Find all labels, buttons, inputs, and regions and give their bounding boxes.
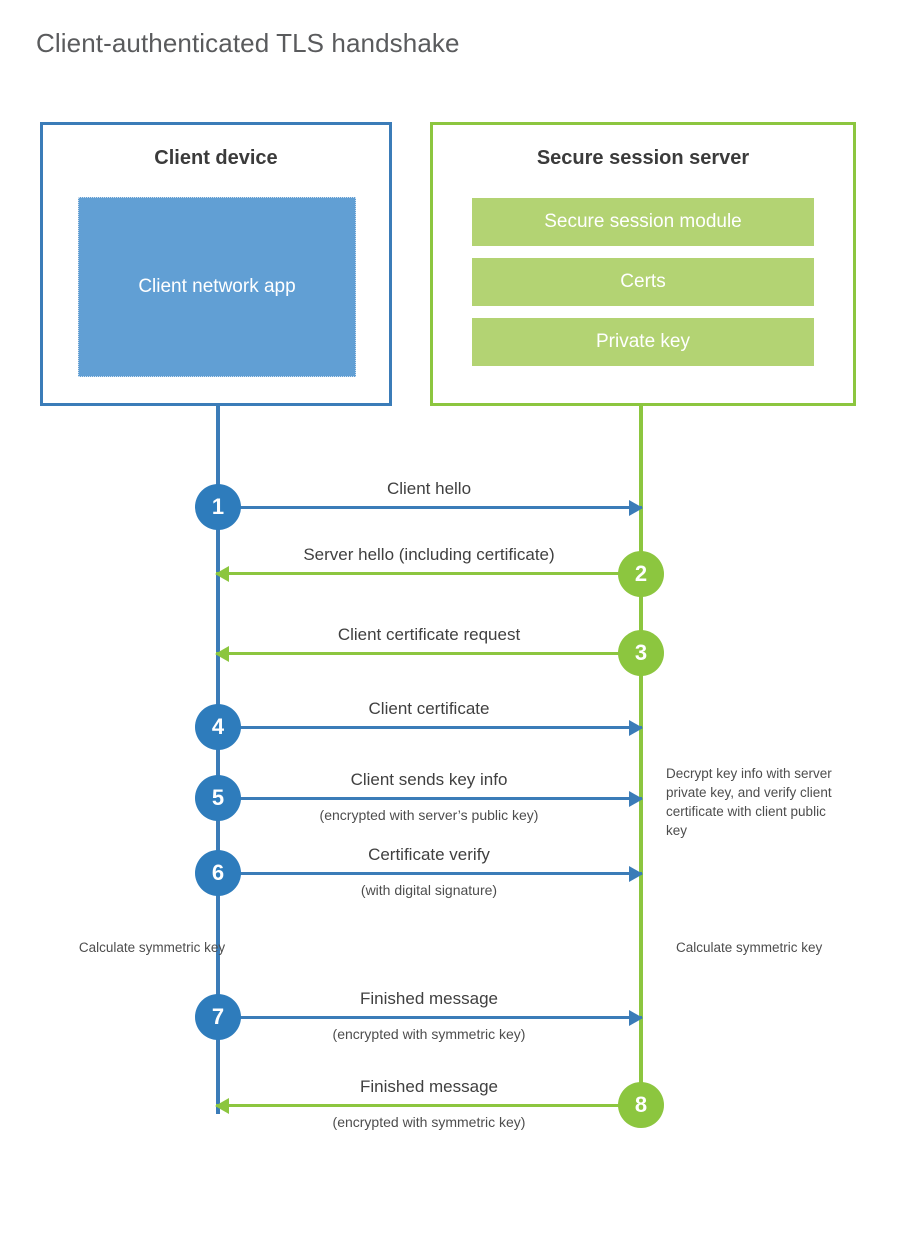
step-badge-8[interactable]: 8 [618,1082,664,1128]
step-badge-2-number: 2 [634,561,648,586]
page-title: Client-authenticated TLS handshake [36,28,460,58]
step-badge-1[interactable]: 1 [195,484,241,530]
arrow-line-icon [216,1103,642,1107]
message-8-label: Finished message [360,1077,498,1096]
note-server-decrypt-verify: Decrypt key info with server private key… [666,766,832,839]
arrow-head-right-icon [629,720,643,736]
step-badge-4-number: 4 [211,714,225,739]
server-item-secure-session-module: Secure session module [472,198,814,246]
server-item-private-key: Private key [472,318,814,366]
client-network-app-box: Client network app [78,197,356,377]
step-badge-5[interactable]: 5 [195,775,241,821]
step-badge-2[interactable]: 2 [618,551,664,597]
arrow-head-right-icon [629,866,643,882]
arrow-line-icon [216,505,642,509]
arrow-head-right-icon [629,791,643,807]
message-1-label: Client hello [386,479,472,498]
arrow-head-right-icon [629,1010,643,1026]
arrow-line-icon [216,725,642,729]
step-badge-4[interactable]: 4 [195,704,241,750]
arrow-head-left-icon [215,646,229,662]
secure-session-server-title: Secure session server [536,147,750,169]
step-badge-8-number: 8 [634,1092,648,1117]
message-6-sublabel: (with digital signature) [360,882,498,898]
step-badge-7-number: 7 [211,1004,225,1029]
message-7-label: Finished message [360,989,498,1008]
message-6-label: Certificate verify [368,845,490,864]
step-badge-3-number: 3 [634,640,648,665]
arrow-line-icon [216,871,642,875]
step-badge-5-number: 5 [211,785,225,810]
message-7-sublabel: (encrypted with symmetric key) [332,1026,526,1042]
server-component-stack: Secure session module Certs Private key [472,198,814,366]
arrow-line-icon [216,796,642,800]
client-device-box: Client device Client network app [40,122,392,406]
arrow-head-left-icon [215,1098,229,1114]
message-4-label: Client certificate [368,699,490,718]
arrow-head-left-icon [215,566,229,582]
message-2-label: Server hello (including certificate) [303,545,555,564]
arrow-line-icon [216,651,642,655]
message-5-sublabel: (encrypted with server’s public key) [319,807,539,823]
server-item-certs: Certs [472,258,814,306]
arrow-head-right-icon [629,500,643,516]
arrow-line-icon [216,1015,642,1019]
step-badge-6-number: 6 [211,860,225,885]
note-client-calculate-symmetric-key: Calculate symmetric key [78,940,226,955]
note-server-calculate-symmetric-key: Calculate symmetric key [676,940,823,955]
client-device-title: Client device [154,147,278,169]
step-badge-7[interactable]: 7 [195,994,241,1040]
step-badge-1-number: 1 [211,494,225,519]
secure-session-server-box: Secure session server Secure session mod… [430,122,856,406]
server-lifeline [639,406,643,1106]
message-3-label: Client certificate request [337,625,521,644]
client-lifeline [216,406,220,1114]
step-badge-3[interactable]: 3 [618,630,664,676]
arrow-line-icon [216,571,642,575]
message-8-sublabel: (encrypted with symmetric key) [332,1114,526,1130]
message-5-label: Client sends key info [350,770,508,789]
step-badge-6[interactable]: 6 [195,850,241,896]
